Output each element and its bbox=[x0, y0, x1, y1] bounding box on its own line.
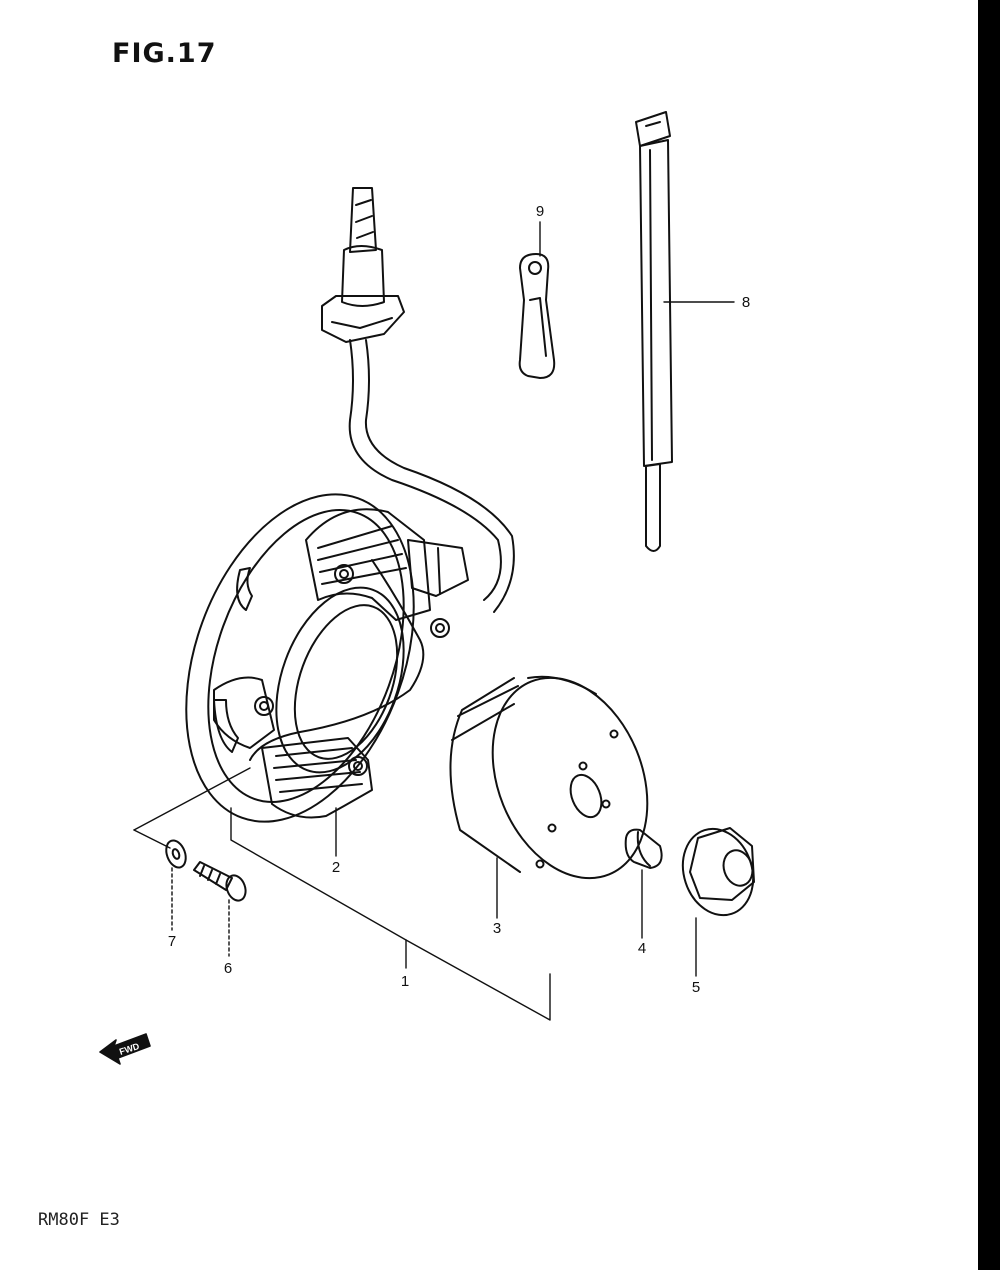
washer-part bbox=[165, 839, 187, 869]
callout-labels: 1 2 3 4 5 6 7 8 9 FWD bbox=[118, 203, 750, 1057]
callout-1: 1 bbox=[401, 973, 409, 990]
model-code: RM80F E3 bbox=[38, 1210, 120, 1230]
scan-edge-bar bbox=[978, 0, 1000, 1270]
callout-7: 7 bbox=[168, 933, 176, 950]
stator-assembly-part bbox=[185, 493, 469, 823]
callout-4: 4 bbox=[638, 940, 646, 957]
figure-title: FIG.17 bbox=[112, 38, 217, 69]
callout-5: 5 bbox=[692, 979, 700, 996]
woodruff-key-part bbox=[624, 828, 663, 869]
cable-tie-part bbox=[635, 111, 673, 552]
wire-harness bbox=[321, 187, 515, 613]
callout-6: 6 bbox=[224, 960, 232, 977]
leader-lines bbox=[133, 221, 735, 1021]
flywheel-rotor-part bbox=[449, 675, 649, 880]
exploded-view-drawing: 1 2 3 4 5 6 7 8 9 FWD bbox=[99, 111, 755, 1065]
callout-8: 8 bbox=[742, 294, 750, 311]
callout-9: 9 bbox=[536, 203, 544, 220]
screw-part bbox=[193, 861, 247, 902]
wire-clamp-part bbox=[518, 253, 556, 379]
callout-3: 3 bbox=[493, 920, 501, 937]
flange-nut-part bbox=[681, 827, 755, 917]
fwd-arrow-icon bbox=[99, 1033, 151, 1065]
callout-2: 2 bbox=[332, 859, 340, 876]
